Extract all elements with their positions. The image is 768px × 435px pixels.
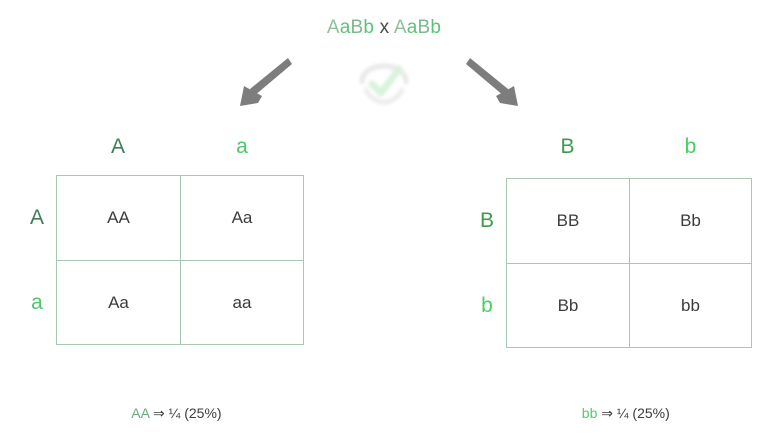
caption-right-ratio: ⇒ ¼ (25%)	[597, 405, 670, 421]
grid-left: AA Aa Aa aa	[56, 175, 304, 345]
cell-aa-heterozygous-bottom: Aa	[57, 260, 180, 344]
row-header-b-dominant: B	[479, 208, 494, 232]
cell-bb-heterozygous-bottom: Bb	[507, 263, 629, 347]
row-header-b-recessive: b	[481, 293, 493, 317]
caption-right: bb ⇒ ¼ (25%)	[468, 392, 768, 434]
column-headers-left: A a	[56, 130, 304, 164]
row-headers-right: B b	[468, 178, 506, 348]
cross-title-char-8: a	[406, 17, 418, 38]
cell-aa-homozygous-dominant: AA	[107, 208, 130, 227]
cell-aa-homozygous-recessive: aa	[180, 260, 303, 344]
caption-left: AA ⇒ ¼ (25%)	[18, 392, 320, 434]
cross-title-char-10: b	[430, 17, 442, 38]
arrow-down-right-icon	[466, 56, 524, 115]
grid-right: BB Bb Bb bb	[506, 178, 752, 348]
column-header-b-recessive: b	[684, 135, 697, 158]
cross-title-char-2: B	[350, 17, 364, 38]
cell-bb-heterozygous-top: Bb	[629, 179, 751, 263]
cell-bb-homozygous-recessive: bb	[629, 263, 751, 347]
cross-title-char-9: B	[417, 17, 431, 38]
cross-title-char-5: x	[379, 17, 390, 38]
row-header-a-recessive: a	[31, 290, 43, 314]
check-badge-watermark-icon	[356, 60, 412, 108]
column-header-b-dominant: B	[560, 135, 575, 158]
cross-title-char-7: A	[393, 17, 407, 38]
row-header-a-dominant: A	[29, 205, 44, 229]
cell-bb-homozygous-dominant: BB	[556, 211, 580, 230]
cross-title-char-0: A	[326, 17, 340, 38]
cross-title-char-1: a	[339, 17, 351, 38]
column-headers-right: B b	[506, 130, 752, 164]
column-header-a-recessive: a	[236, 135, 248, 158]
row-headers-left: A a	[18, 175, 56, 345]
cross-title: AaBb x AaBb	[0, 18, 768, 37]
column-header-a-dominant: A	[110, 135, 125, 158]
arrow-down-left-icon	[236, 56, 292, 115]
caption-left-genotype: AA	[131, 405, 150, 421]
caption-left-ratio: ⇒ ¼ (25%)	[149, 405, 222, 421]
cell-aa-heterozygous-top: Aa	[180, 176, 303, 260]
caption-right-genotype: bb	[581, 405, 598, 421]
cross-title-char-3: b	[363, 17, 375, 38]
